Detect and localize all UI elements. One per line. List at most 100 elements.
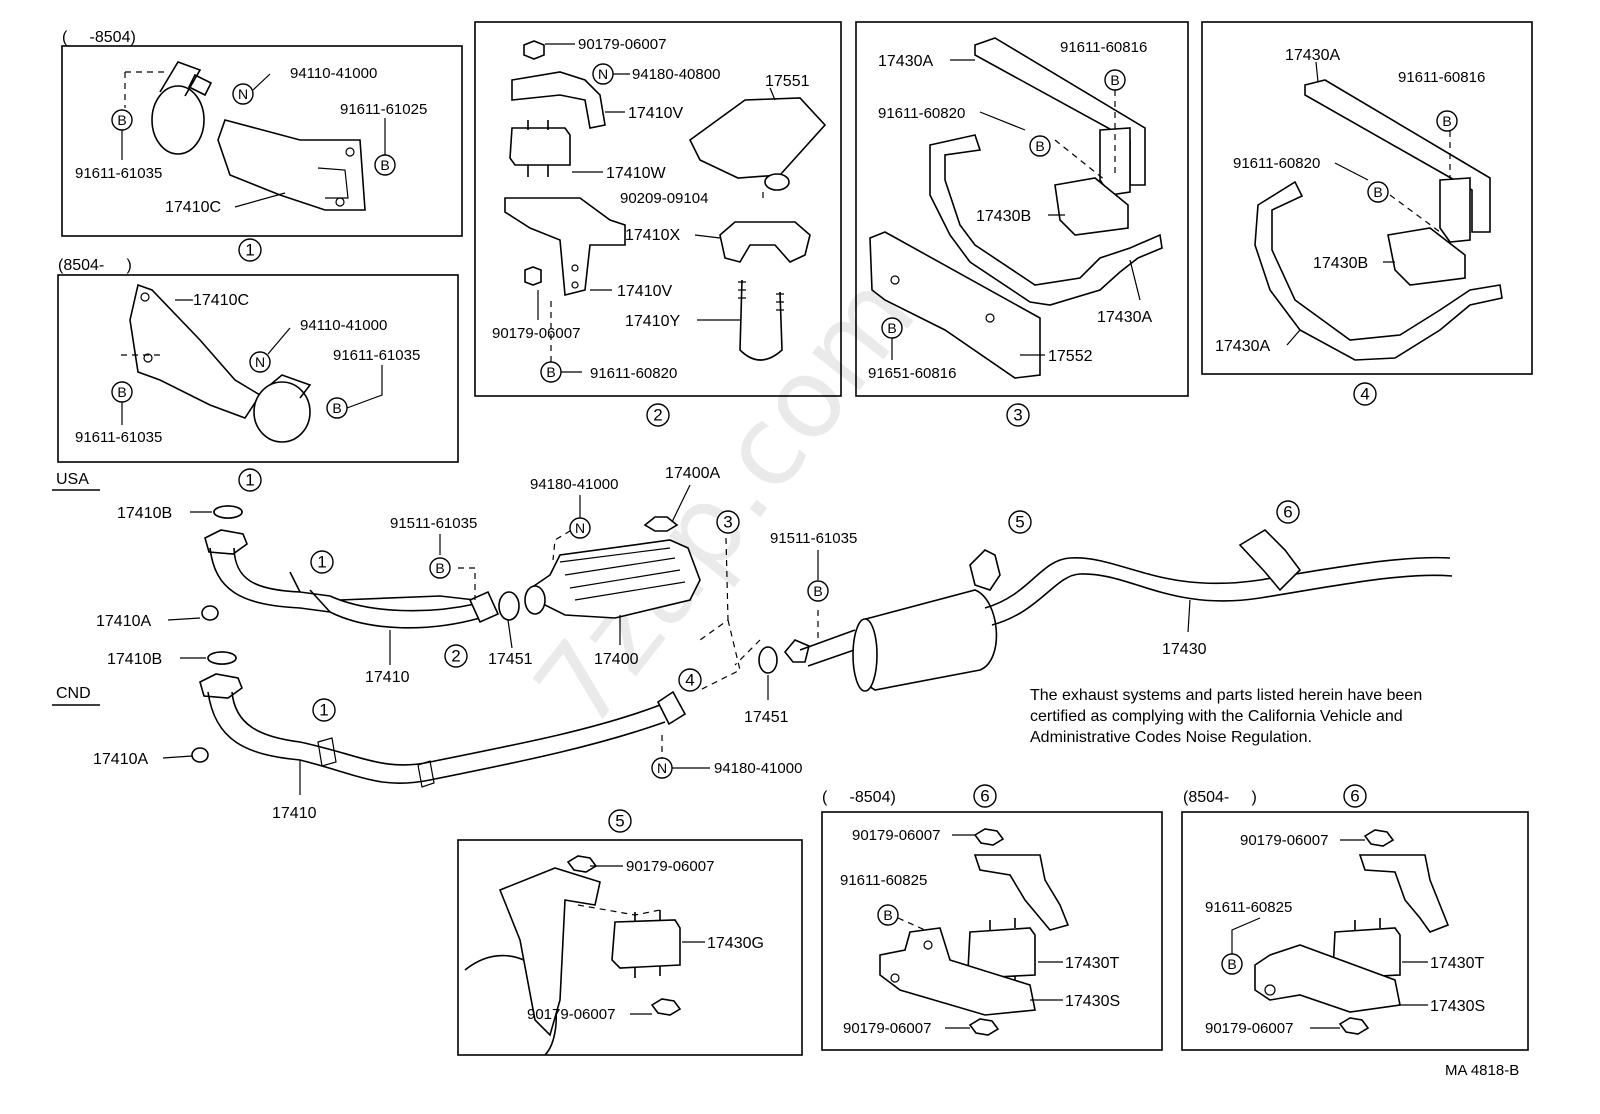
part-91611-61025: 91611-61025	[340, 101, 427, 118]
part-90179-06007: 90179-06007	[852, 827, 940, 844]
box1b-frame	[57, 274, 459, 463]
part-17430A: 17430A	[878, 53, 933, 70]
ref-1: 1	[319, 701, 328, 720]
ref-1: 1	[317, 553, 326, 572]
ref-1-circle	[310, 550, 334, 574]
bolt-marker	[1367, 181, 1389, 203]
part-17410B: 17410B	[107, 651, 162, 668]
ref-6: 6	[1283, 503, 1292, 522]
bolt-marker-label: B	[117, 384, 126, 400]
part-17410V: 17410V	[628, 105, 683, 122]
part-91651-60816: 91651-60816	[868, 365, 956, 382]
ref-1-circle	[312, 698, 336, 722]
bolt-marker-label: B	[1110, 72, 1119, 88]
part-91611-61035: 91611-61035	[75, 165, 162, 182]
part-91611-60816: 91611-60816	[1060, 39, 1147, 56]
ref-4-circle	[1353, 382, 1377, 406]
ref-6: 6	[1350, 787, 1359, 806]
box3-frame	[855, 21, 1189, 397]
bolt-marker-label: B	[435, 560, 444, 576]
muffler-hanger-drawing	[464, 855, 682, 1056]
ref-2-circle	[444, 644, 468, 668]
part-17410C: 17410C	[193, 292, 249, 309]
bolt-marker-label: B	[1442, 113, 1451, 129]
part-90179-06007: 90179-06007	[1205, 1020, 1293, 1037]
part-17410: 17410	[272, 805, 317, 822]
ref-4-circle	[678, 668, 702, 692]
ref-3-circle	[716, 510, 740, 534]
bolt-marker-label: B	[1227, 956, 1236, 972]
part-17410B: 17410B	[117, 505, 172, 522]
part-17430S: 17430S	[1430, 998, 1485, 1015]
part-17552: 17552	[1048, 348, 1093, 365]
part-91611-61035: 91611-61035	[75, 429, 162, 446]
part-17430T: 17430T	[1430, 955, 1484, 972]
ref-3: 3	[1013, 406, 1022, 425]
ref-1: 1	[245, 471, 254, 490]
part-90179-06007: 90179-06007	[1240, 832, 1328, 849]
nut-marker	[569, 517, 591, 539]
box1b-date-range: (8504- )	[58, 257, 132, 274]
cnd-front-pipe-drawing	[191, 673, 687, 788]
box6b-date-range: (8504- )	[1183, 789, 1257, 806]
part-17430: 17430	[1162, 641, 1207, 658]
nut-marker-label: N	[255, 354, 265, 370]
part-91611-60825: 91611-60825	[1205, 899, 1292, 916]
nut-marker-label: N	[598, 66, 608, 82]
ref-4: 4	[1360, 385, 1369, 404]
ref-3-circle	[1006, 403, 1030, 427]
ref-3: 3	[723, 513, 732, 532]
part-17430A: 17430A	[1097, 309, 1152, 326]
bolt-marker-label: B	[546, 364, 555, 380]
ref-5: 5	[615, 812, 624, 831]
part-94180-41000: 94180-41000	[530, 476, 618, 493]
nut-marker-label: N	[575, 520, 585, 536]
part-17430A: 17430A	[1215, 338, 1270, 355]
part-17410V: 17410V	[617, 283, 672, 300]
bracket-clamp-drawing	[120, 283, 312, 443]
converter-drawing	[498, 516, 701, 621]
certification-note-line-1: The exhaust systems and parts listed her…	[1030, 687, 1422, 704]
part-91611-61035: 91611-61035	[333, 347, 420, 364]
part-91511-61035: 91511-61035	[390, 515, 477, 532]
region-usa: USA	[56, 471, 89, 488]
box4-frame	[1201, 21, 1533, 375]
part-17410W: 17410W	[606, 165, 666, 182]
nut-marker-label: N	[657, 760, 667, 776]
certification-note-line-3: Administrative Codes Noise Regulation.	[1030, 729, 1312, 746]
rear-hanger-alt-drawing	[1254, 829, 1450, 1035]
part-91511-61035: 91511-61035	[770, 530, 857, 547]
ref-2: 2	[653, 406, 662, 425]
crossmember-drawing	[869, 37, 1163, 379]
mount-assembly-drawing	[504, 40, 827, 361]
part-94110-41000: 94110-41000	[290, 65, 377, 82]
box2-frame	[474, 21, 842, 397]
ref-1: 1	[245, 241, 254, 260]
diagram-code: MA 4818-B	[1445, 1062, 1519, 1079]
rear-hanger-drawing	[879, 828, 1070, 1036]
part-94110-41000: 94110-41000	[300, 317, 387, 334]
bolt-marker-label: B	[1035, 138, 1044, 154]
part-90179-06007: 90179-06007	[527, 1006, 615, 1023]
part-94180-40800: 94180-40800	[632, 66, 720, 83]
bolt-marker-label: B	[887, 320, 896, 336]
bolt-marker-label: B	[883, 907, 892, 923]
part-17410C: 17410C	[165, 199, 221, 216]
part-90179-06007: 90179-06007	[626, 858, 714, 875]
bolt-marker-label: B	[813, 583, 822, 599]
bolt-marker	[429, 557, 451, 579]
ref-5-circle	[1008, 510, 1032, 534]
box6a-date-range: ( -8504)	[822, 789, 896, 806]
part-17551: 17551	[765, 73, 810, 90]
part-91611-60816: 91611-60816	[1398, 69, 1485, 86]
bolt-marker	[807, 580, 829, 602]
box5-frame	[457, 839, 803, 1056]
bolt-marker-label: B	[380, 157, 389, 173]
ref-6-circle	[1276, 500, 1300, 524]
bolt-marker	[1104, 69, 1126, 91]
part-17410A: 17410A	[96, 613, 151, 630]
bolt-marker-label: B	[1373, 184, 1382, 200]
ref-6: 6	[980, 787, 989, 806]
box6b-frame	[1181, 811, 1529, 1051]
